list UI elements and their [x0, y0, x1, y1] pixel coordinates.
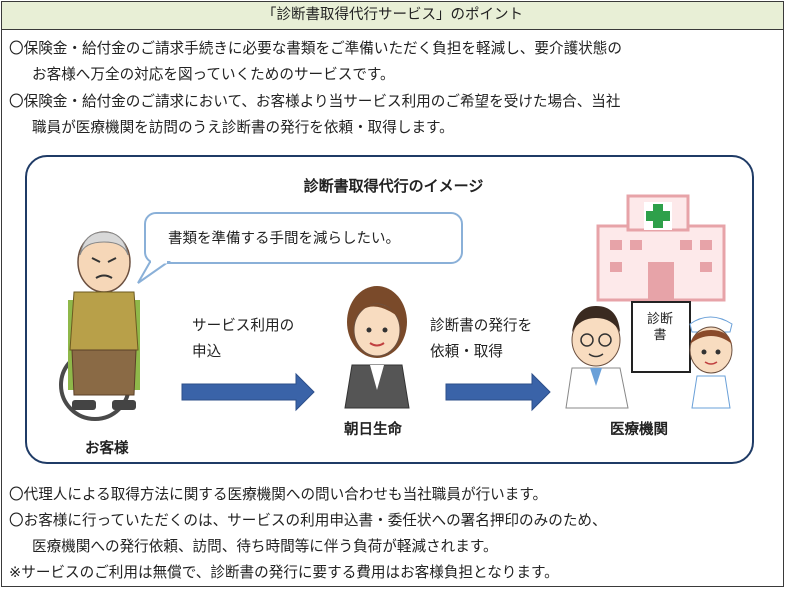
intro-2-line-2: 職員が医療機関を訪問のうえ診断書の発行を依頼・取得します。 — [32, 119, 454, 136]
elder-sweater — [69, 291, 139, 351]
speech-bubble — [144, 212, 463, 264]
intro-2-line-1: 〇保険金・給付金のご請求において、お客様より当サービス利用のご希望を受けた場合、… — [9, 93, 621, 110]
customer-label: お客様 — [85, 441, 129, 457]
nurse-cap-icon — [689, 316, 733, 333]
intro-1-line-1: 〇保険金・給付金のご請求手続きに必要な書類をご準備いただく負担を軽減し、要介護状… — [9, 40, 622, 57]
staff-illustration — [344, 286, 410, 409]
elder-pants — [71, 349, 137, 396]
image-title: 診断書取得代行のイメージ — [303, 177, 484, 195]
step2-line-2: 依頼・取得 — [430, 343, 503, 360]
medical-label: 医療機関 — [610, 422, 668, 438]
note-1: 〇代理人による取得方法に関する医療機関への問い合わせも当社職員が行います。 — [9, 486, 548, 503]
panel-title: 「診断書取得代行サービス」のポイント — [2, 2, 783, 30]
nurse-illustration — [689, 316, 733, 409]
arrow-2-icon — [445, 372, 551, 412]
speech-bubble-text: 書類を準備する手間を減らしたい。 — [168, 231, 400, 247]
hospital-icon — [596, 194, 726, 302]
step1-line-2: 申込 — [192, 343, 222, 360]
note-2-line-2: 医療機関への発行依頼、訪問、待ち時間等に伴う負荷が軽減されます。 — [32, 538, 498, 555]
doctor-coat — [565, 367, 629, 409]
note-2-line-1: 〇お客様に行っていただくのは、サービスの利用申込書・委任状への署名押印のみのため… — [9, 512, 607, 529]
note-3: ※サービスのご利用は無償で、診断書の発行に要する費用はお客様負担となります。 — [9, 564, 559, 581]
document-icon — [631, 301, 691, 373]
company-label: 朝日生命 — [344, 422, 402, 438]
customer-illustration — [59, 231, 140, 421]
intro-1-line-2: お客様へ万全の対応を図っていくためのサービスです。 — [32, 66, 395, 83]
doctor-illustration — [565, 306, 629, 409]
nurse-face-icon — [689, 326, 733, 374]
speech-bubble-tail — [137, 261, 172, 284]
document-text: 診断書 — [646, 312, 673, 343]
arrow-1-icon — [181, 372, 315, 412]
service-image-box — [25, 155, 754, 464]
step1-line-1: サービス利用の — [192, 317, 295, 334]
step2-line-1: 診断書の発行を — [430, 317, 533, 334]
